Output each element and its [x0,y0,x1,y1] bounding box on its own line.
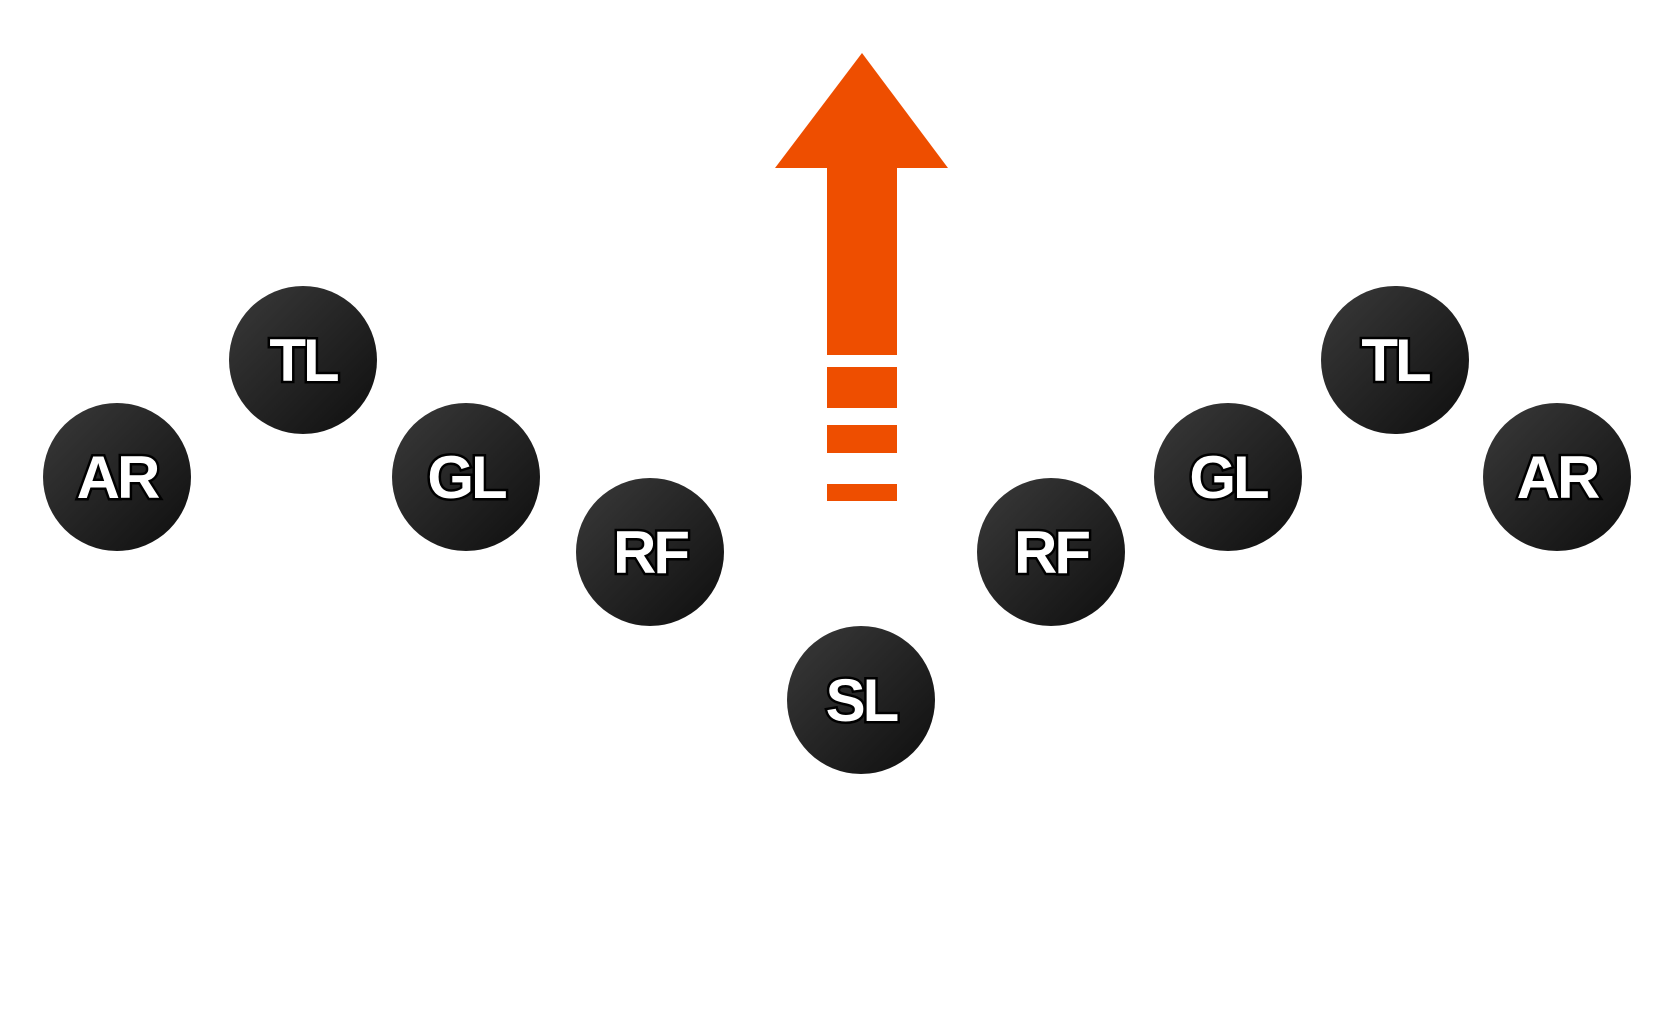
player-marker [392,403,540,551]
player-sl-center: SL [787,626,935,774]
player-marker [576,478,724,626]
player-label: GL [1189,444,1268,511]
arrow-dash [827,367,897,408]
arrow-shaft [827,167,897,355]
player-marker [1483,403,1631,551]
player-gl-right: GL [1154,403,1302,551]
player-label: AR [77,444,160,511]
player-ar-left: AR [43,403,191,551]
player-label: SL [826,667,898,734]
arrow-dash [827,484,897,501]
player-marker [43,403,191,551]
player-rf-right: RF [977,478,1125,626]
player-tl-right: TL [1321,286,1469,434]
player-marker [977,478,1125,626]
player-ar-right: AR [1483,403,1631,551]
player-label: TL [269,327,338,394]
players: AR TL GL RF SL RF GL TL AR [43,286,1631,774]
player-marker [229,286,377,434]
player-label: GL [427,444,506,511]
direction-arrow [775,53,948,501]
player-label: RF [613,519,688,586]
player-marker [1154,403,1302,551]
player-label: TL [1361,327,1430,394]
player-marker [787,626,935,774]
player-label: AR [1517,444,1600,511]
player-marker [1321,286,1469,434]
arrow-dash [827,425,897,453]
player-gl-left: GL [392,403,540,551]
player-tl-left: TL [229,286,377,434]
player-label: RF [1014,519,1089,586]
arrow-head [775,53,948,168]
player-rf-left: RF [576,478,724,626]
